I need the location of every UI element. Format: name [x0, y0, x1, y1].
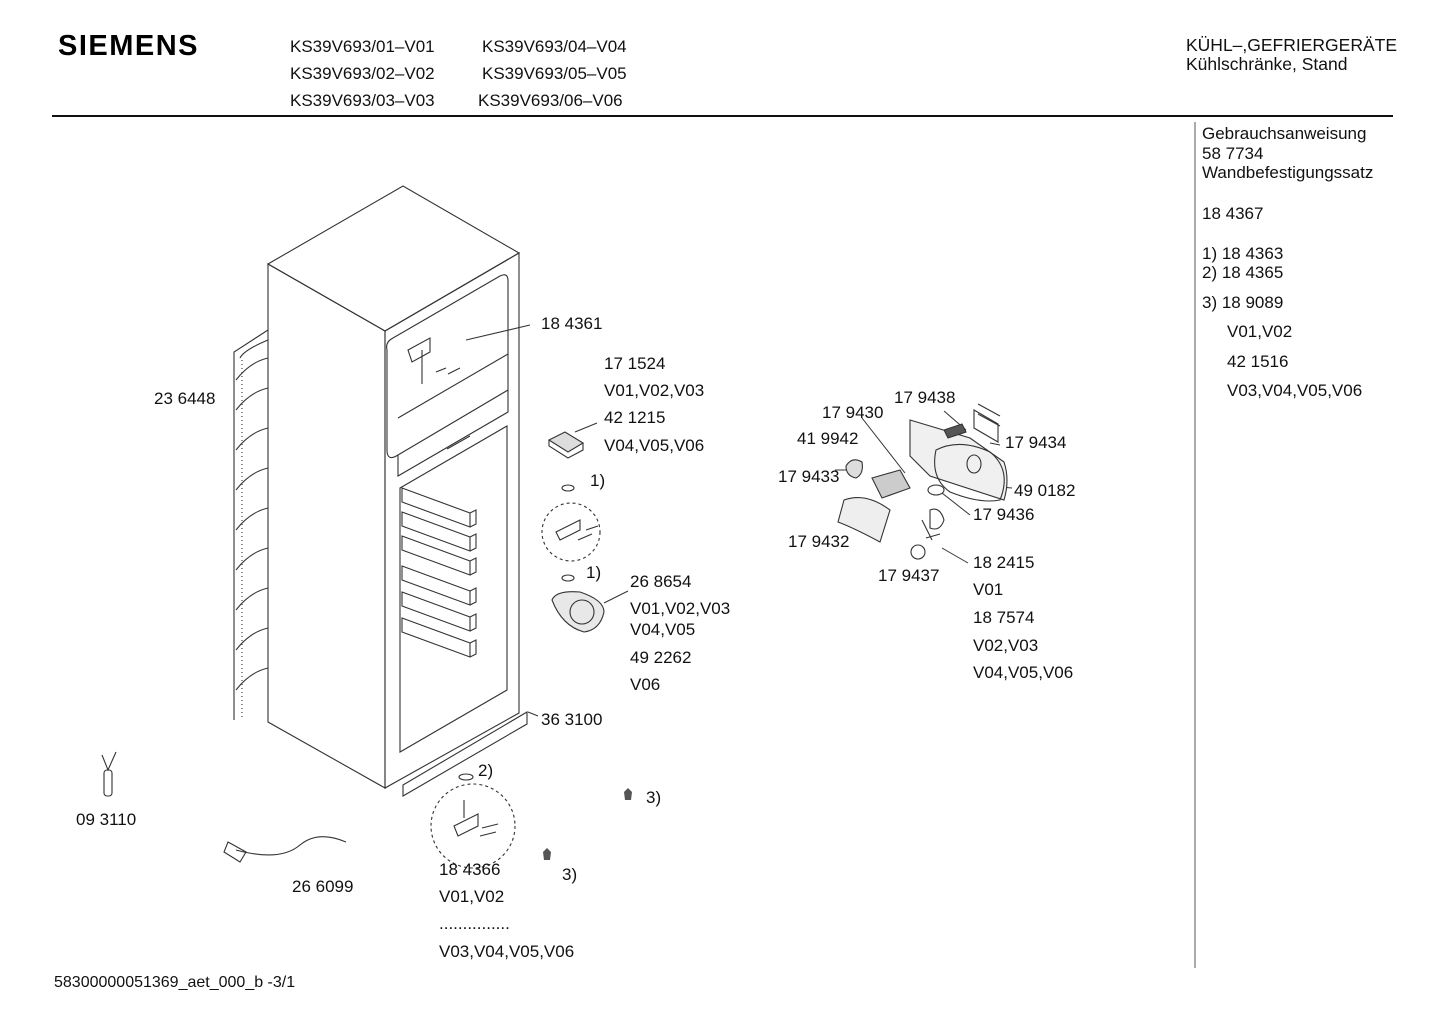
document-id: 58300000051369_aet_000_b -3/1	[54, 974, 296, 991]
part-label: 17 9432	[788, 532, 850, 551]
part-label: 17 9430	[822, 403, 884, 422]
part-label: 42 1215	[604, 408, 666, 427]
part-label: 18 4366	[439, 860, 501, 879]
model-number: KS39V693/01–V01	[290, 37, 435, 56]
part-label: 26 8654	[630, 572, 692, 591]
part-label: 18 2415	[973, 553, 1035, 572]
part-label: 41 9942	[797, 429, 859, 448]
part-label: 18 7574	[973, 608, 1035, 627]
sidebar-text: 58 7734	[1202, 144, 1264, 163]
variant-label: V04,V05,V06	[604, 436, 705, 455]
sidebar-text: V01,V02	[1227, 322, 1293, 341]
sidebar-text: 1) 18 4363	[1202, 244, 1284, 263]
variant-label: V02,V03	[973, 636, 1039, 655]
model-number: KS39V693/06–V06	[478, 91, 623, 110]
category-subtitle: Kühlschränke, Stand	[1186, 54, 1348, 74]
sidebar-text: 42 1516	[1227, 352, 1289, 371]
part-label: 17 9437	[878, 566, 940, 585]
fridge-cabinet	[266, 185, 521, 789]
part-label: 49 0182	[1014, 481, 1076, 500]
model-number: KS39V693/03–V03	[290, 91, 435, 110]
variant-label: V03,V04,V05,V06	[439, 942, 575, 961]
sidebar-text: V03,V04,V05,V06	[1227, 381, 1363, 400]
footnote-marker: 1)	[586, 563, 602, 582]
part-label: 49 2262	[630, 648, 692, 667]
thermostat-knob	[547, 431, 585, 459]
part-label: 26 6099	[292, 877, 354, 896]
footnote-marker: 3)	[562, 865, 578, 884]
hinge-detail-top	[407, 324, 531, 384]
part-label: 09 3110	[76, 810, 137, 829]
leader-lines	[527, 410, 1013, 717]
variant-label: V01,V02,V03	[604, 381, 705, 400]
sidebar-text: Gebrauchsanweisung	[1202, 124, 1367, 143]
part-label: 18 4361	[541, 314, 603, 333]
model-number: KS39V693/02–V02	[290, 64, 435, 83]
part-label: 17 9434	[1005, 433, 1067, 452]
door-shelves	[401, 487, 477, 658]
screw-parts	[543, 788, 632, 860]
variant-label: V01,V02,V03	[630, 599, 731, 618]
part-label: 17 9436	[973, 505, 1035, 524]
model-number: KS39V693/05–V05	[482, 64, 627, 83]
variant-label: V04,V05	[630, 620, 696, 639]
hinge-detail-middle	[541, 484, 601, 582]
part-label: 17 9438	[894, 388, 956, 407]
footnote-marker: 3)	[646, 788, 662, 807]
lamp-assembly	[837, 403, 1008, 560]
sidebar-text: 18 4367	[1202, 204, 1264, 223]
variant-label: V06	[630, 675, 661, 694]
footnote-marker: 2)	[478, 761, 494, 780]
sensor-part	[101, 751, 117, 797]
sidebar-text: 2) 18 4365	[1202, 263, 1284, 282]
condenser-coil	[233, 329, 269, 720]
hinge-detail-bottom	[430, 773, 516, 869]
variant-label: V01,V02	[439, 887, 505, 906]
base-trim	[402, 711, 528, 797]
sidebar-text: Wandbefestigungssatz	[1202, 163, 1374, 182]
power-cord	[223, 836, 347, 863]
dotted-separator: ...............	[439, 914, 510, 933]
fan-cover	[551, 591, 605, 633]
siemens-logo: SIEMENS	[58, 30, 200, 62]
variant-label: V01	[973, 580, 1004, 599]
sidebar-text: 3) 18 9089	[1202, 293, 1284, 312]
model-number: KS39V693/04–V04	[482, 37, 627, 56]
part-label: 23 6448	[154, 389, 216, 408]
footnote-marker: 1)	[590, 471, 606, 490]
category-title: KÜHL–,GEFRIERGERÄTE	[1186, 35, 1398, 55]
part-label: 17 9433	[778, 467, 840, 486]
variant-label: V04,V05,V06	[973, 663, 1074, 682]
part-label: 36 3100	[541, 710, 603, 729]
part-label: 17 1524	[604, 354, 666, 373]
